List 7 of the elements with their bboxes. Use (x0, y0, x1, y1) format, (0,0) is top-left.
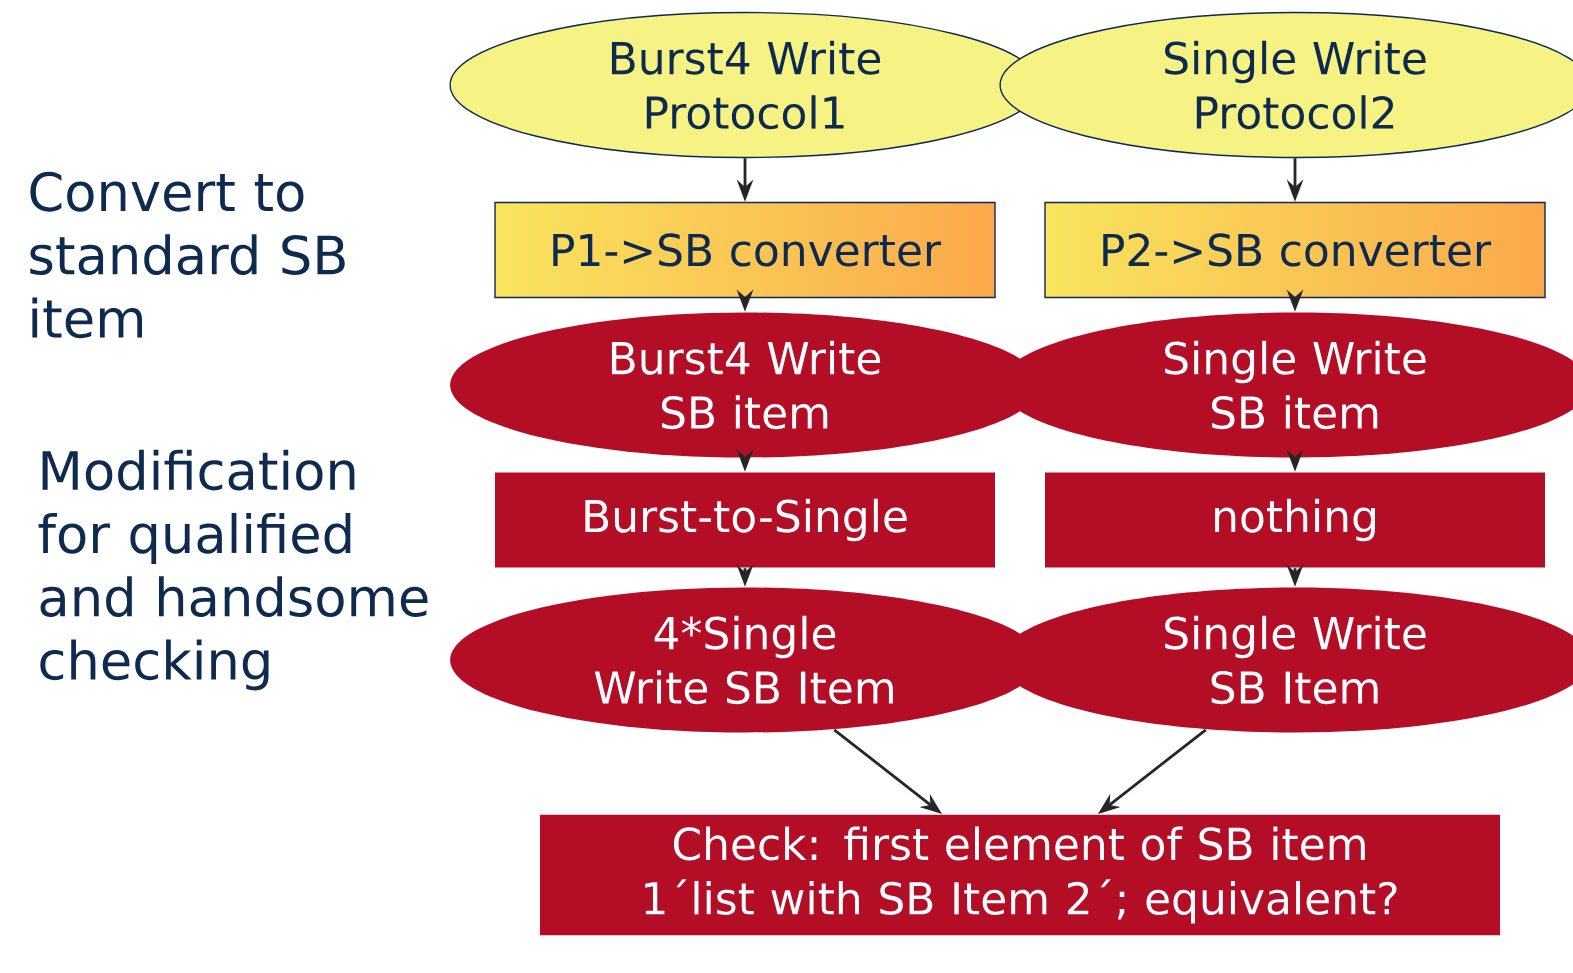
converter-box: P2->SB converter (1044, 201, 1546, 299)
process-box: Burst-to-Single (495, 472, 995, 568)
process-box: Check: first element of SB item 1´list with SB Item 2´; equivalent? (540, 814, 1500, 936)
side-label: Modification for qualified and handsome checking (38, 449, 428, 691)
side-label: Convert to standard SB item (30, 171, 345, 339)
process-box: nothing (1045, 472, 1545, 568)
converter-box: P1->SB converter (494, 201, 996, 299)
